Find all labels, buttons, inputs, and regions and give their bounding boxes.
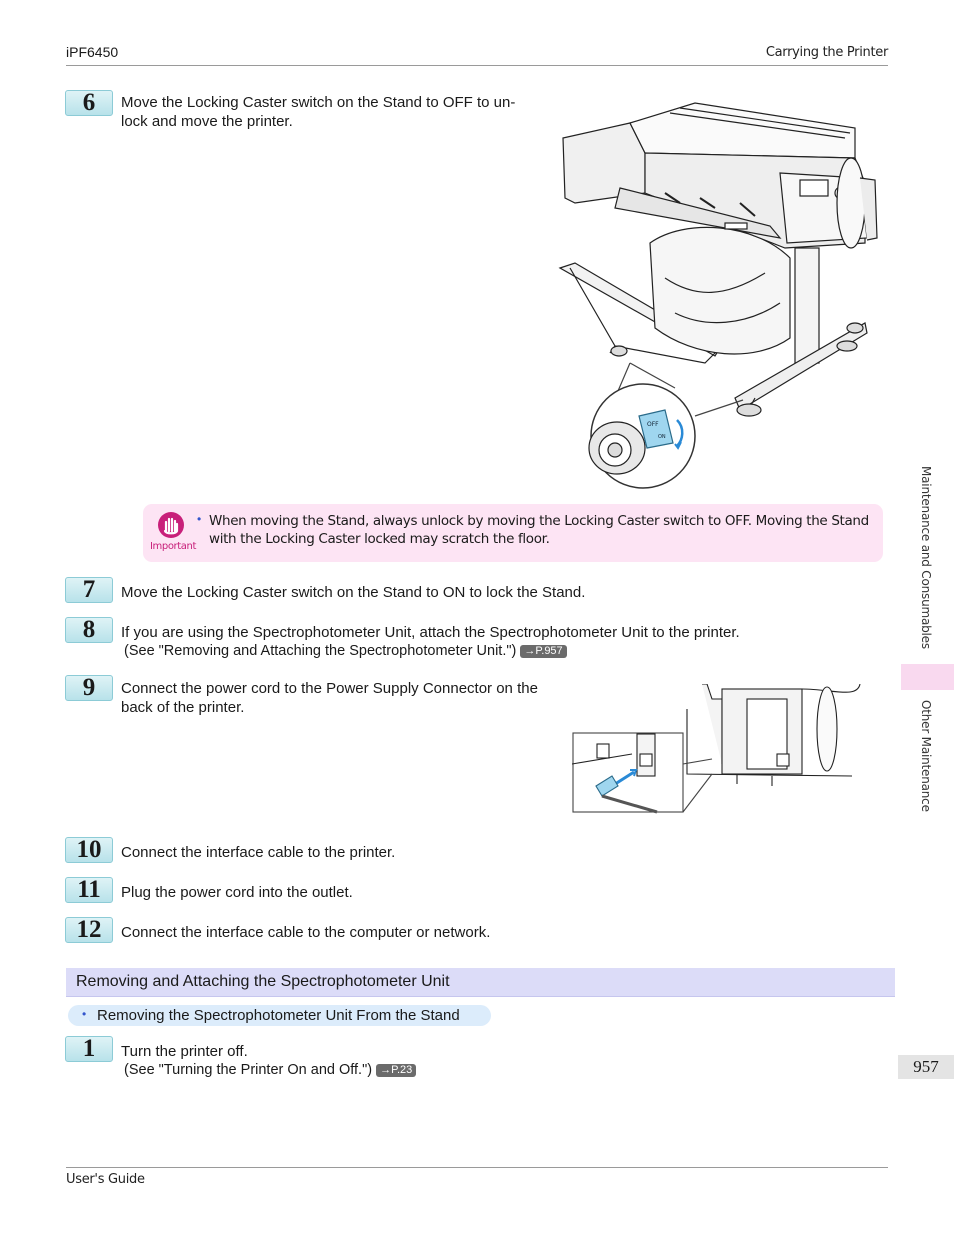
- subsection-title: Removing the Spectrophotometer Unit From…: [97, 1007, 460, 1024]
- side-tab-marker: [901, 664, 954, 690]
- printer-stand-illustration: OFF ON: [558, 102, 878, 489]
- side-tab-subchapter[interactable]: Other Maintenance: [919, 700, 933, 812]
- step-number: 9: [65, 675, 113, 701]
- off-label: OFF: [647, 421, 659, 428]
- step-text: If you are using the Spectrophotometer U…: [121, 624, 740, 641]
- step-text: Turn the printer off.: [121, 1043, 248, 1060]
- step-number: 7: [65, 577, 113, 603]
- important-hand-icon: [158, 512, 184, 538]
- header-model: iPF6450: [66, 44, 119, 60]
- side-tab-chapter[interactable]: Maintenance and Consumables: [919, 466, 933, 649]
- see-reference: (See "Turning the Printer On and Off.")→…: [124, 1061, 417, 1080]
- step-text: Connect the power cord to the Power Supp…: [121, 680, 538, 716]
- power-connector-illustration: [572, 684, 861, 814]
- important-note: [143, 504, 883, 562]
- step-text: Connect the interface cable to the print…: [121, 844, 396, 861]
- section-heading-bar: [66, 968, 895, 997]
- step-number: 1: [65, 1036, 113, 1062]
- header-section: Carrying the Printer: [765, 45, 888, 60]
- see-reference: (See "Removing and Attaching the Spectro…: [124, 642, 567, 661]
- header-rule: [66, 65, 888, 66]
- page-number: 957: [898, 1055, 954, 1079]
- page-link[interactable]: →P.23: [376, 1064, 417, 1077]
- step-number: 8: [65, 617, 113, 643]
- step-text: Move the Locking Caster switch on the St…: [121, 584, 586, 601]
- step-number: 12: [65, 917, 113, 943]
- page-link[interactable]: →P.957: [520, 645, 567, 658]
- step-text: Move the Locking Caster switch on the St…: [121, 94, 516, 130]
- bullet-icon: •: [197, 512, 202, 526]
- bullet-icon: •: [82, 1007, 87, 1021]
- subsection-heading: [68, 1005, 491, 1026]
- step-text: Connect the interface cable to the compu…: [121, 924, 491, 941]
- important-text: When moving the Stand, always unlock by …: [209, 513, 869, 547]
- important-label: Important: [150, 541, 196, 552]
- step-text: Plug the power cord into the outlet.: [121, 884, 353, 901]
- step-number: 10: [65, 837, 113, 863]
- step-number: 11: [65, 877, 113, 903]
- step-number: 6: [65, 90, 113, 116]
- section-title: Removing and Attaching the Spectrophotom…: [76, 973, 450, 990]
- footer-guide: User's Guide: [66, 1172, 145, 1187]
- footer-rule: [66, 1167, 888, 1168]
- on-label: ON: [658, 434, 666, 440]
